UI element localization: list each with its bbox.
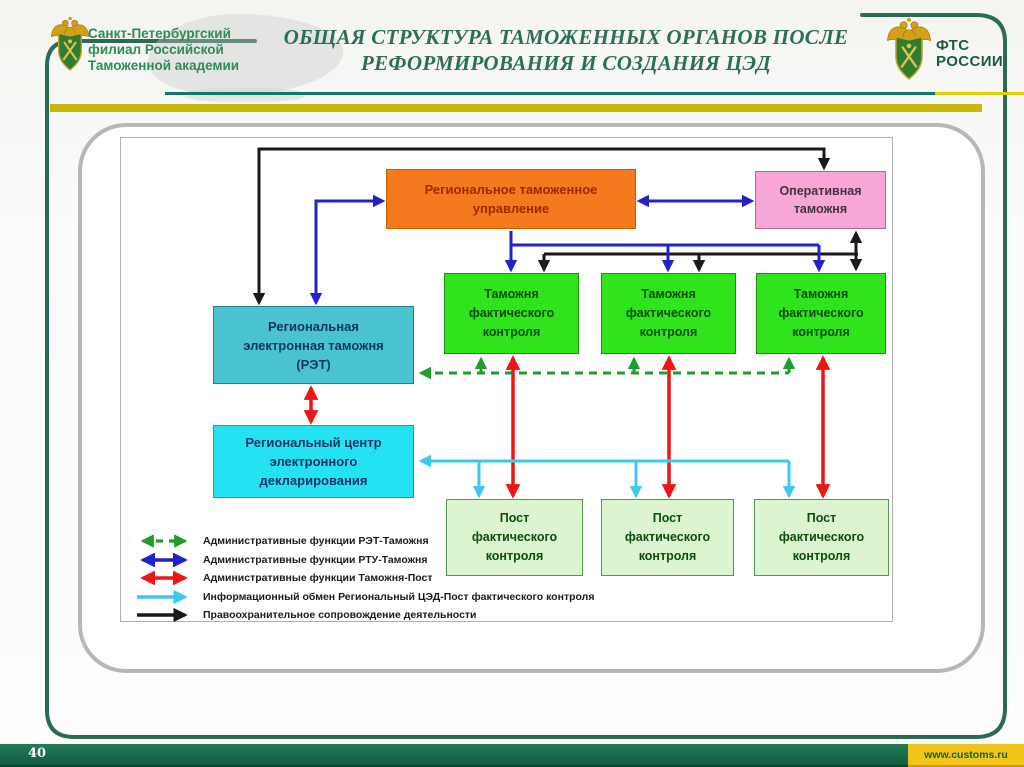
fts-russia-label: ФТС РОССИИ <box>936 37 1004 70</box>
node-regional-customs-administration: Региональное таможенное управление <box>386 169 636 229</box>
legend-label: Информационный обмен Региональный ЦЭД-По… <box>203 590 595 603</box>
node-post-actual-control-2: Пост фактического контроля <box>601 499 734 576</box>
node-post-actual-control-3: Пост фактического контроля <box>754 499 889 576</box>
node-regional-e-declaration-center: Региональный центр электронного декларир… <box>213 425 414 498</box>
header-divider-olive <box>50 104 982 112</box>
page-number: 40 <box>28 746 47 761</box>
diagram-legend: Административные функции РЭТ-Таможня Адм… <box>133 532 773 625</box>
diagram-connectors <box>252 147 863 499</box>
customs-emblem-icon <box>886 16 932 82</box>
website-link[interactable]: www.customs.ru <box>924 748 1008 761</box>
legend-label: Административные функции РЭТ-Таможня <box>203 535 429 548</box>
legend-item: Административные функции РТУ-Таможня <box>133 551 773 570</box>
header-divider-yellow-thin <box>935 92 1024 95</box>
watermark-silhouette <box>148 14 343 96</box>
watermark-silhouette-shadow <box>185 88 305 102</box>
footer-website-badge: www.customs.ru <box>908 744 1024 767</box>
legend-label: Административные функции Таможня-Пост <box>203 572 433 585</box>
org-structure-diagram: Региональное таможенное управление Опера… <box>120 137 893 625</box>
cyan-arrow-icon <box>137 589 188 604</box>
node-customs-actual-control-3: Таможня фактического контроля <box>756 273 886 354</box>
header-divider-teal <box>165 92 935 95</box>
academy-name: Санкт-Петербургский филиал Российской Та… <box>88 26 240 73</box>
footer-bar <box>0 744 908 767</box>
legend-label: Административные функции РТУ-Таможня <box>203 553 428 566</box>
legend-item: Правоохранительное сопровождение деятель… <box>133 606 773 625</box>
legend-item: Административные функции Таможня-Пост <box>133 569 773 588</box>
node-operational-customs: Оперативная таможня <box>755 171 886 229</box>
node-regional-electronic-customs: Региональная электронная таможня (РЭТ) <box>213 306 414 384</box>
node-post-actual-control-1: Пост фактического контроля <box>446 499 583 576</box>
blue-double-arrow-icon <box>140 552 188 567</box>
black-arrow-icon <box>137 608 188 623</box>
node-customs-actual-control-2: Таможня фактического контроля <box>601 273 736 354</box>
green-dashed-double-arrow-icon <box>140 534 188 548</box>
customs-emblem-icon <box>50 15 90 73</box>
legend-label: Правоохранительное сопровождение деятель… <box>203 609 477 622</box>
legend-item: Административные функции РЭТ-Таможня <box>133 532 773 551</box>
node-customs-actual-control-1: Таможня фактического контроля <box>444 273 579 354</box>
red-double-arrow-icon <box>140 571 188 586</box>
legend-item: Информационный обмен Региональный ЦЭД-По… <box>133 588 773 607</box>
slide-title: ОБЩАЯ СТРУКТУРА ТАМОЖЕННЫХ ОРГАНОВ ПОСЛЕ… <box>283 25 849 75</box>
